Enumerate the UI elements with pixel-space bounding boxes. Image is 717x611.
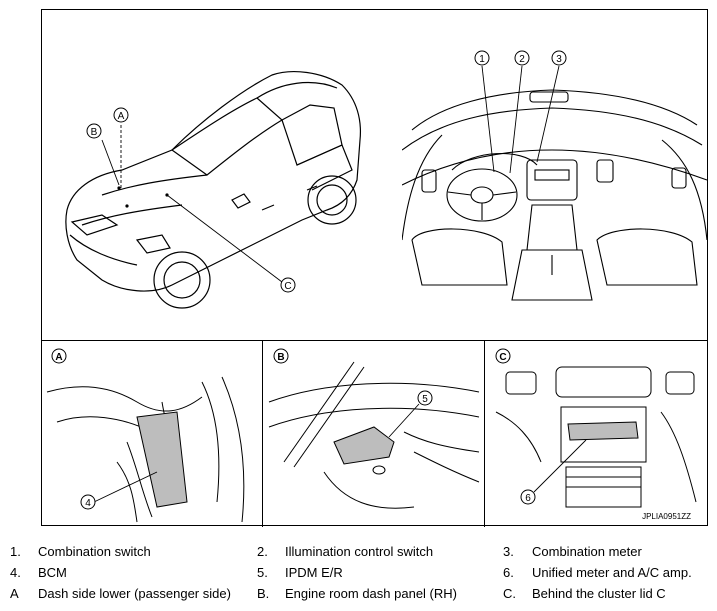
ipdm-shape	[333, 426, 395, 465]
callout-6: 6	[525, 493, 531, 504]
legend-text: Behind the cluster lid C	[532, 586, 666, 601]
legend-text: Combination meter	[532, 544, 642, 559]
detail-panel-c: C 6	[495, 348, 697, 508]
meter-amp-shape	[567, 421, 639, 441]
callout-b: B	[91, 127, 98, 138]
callout-a: A	[118, 111, 125, 122]
component-location-diagram: A B C	[41, 9, 708, 527]
panel-divider-2	[484, 340, 485, 527]
legend-number: 5.	[257, 565, 268, 580]
legend-text: Dash side lower (passenger side)	[38, 586, 231, 601]
legend-row: A Dash side lower (passenger side) B. En…	[0, 584, 717, 604]
legend-number: 2.	[257, 544, 268, 559]
panel-b-label: B	[277, 352, 284, 363]
detail-panel-a: A 4	[46, 348, 245, 523]
callout-3: 3	[556, 54, 562, 65]
legend-text: Combination switch	[38, 544, 151, 559]
callout-2: 2	[519, 54, 525, 65]
panel-divider-1	[262, 340, 263, 527]
legend-letter: C.	[503, 586, 516, 601]
legend-letter: A	[10, 586, 19, 601]
callout-5: 5	[422, 394, 428, 405]
detail-panel-b: B 5	[268, 348, 480, 509]
legend: 1. Combination switch 2. Illumination co…	[0, 538, 717, 610]
callout-4: 4	[85, 498, 91, 509]
legend-letter: B.	[257, 586, 270, 601]
legend-number: 4.	[10, 565, 21, 580]
legend-row: 4. BCM 5. IPDM E/R 6. Unified meter and …	[0, 563, 717, 583]
panel-divider-horizontal	[42, 340, 707, 341]
legend-number: 1.	[10, 544, 21, 559]
car-exterior-illustration: A B C	[65, 70, 362, 309]
legend-number: 3.	[503, 544, 514, 559]
panel-a-label: A	[55, 352, 62, 363]
legend-text: Engine room dash panel (RH)	[285, 586, 457, 601]
callout-1: 1	[479, 54, 485, 65]
panel-c-label: C	[499, 352, 506, 363]
figure-id: JPLIA0951ZZ	[642, 512, 691, 521]
legend-text: IPDM E/R	[285, 565, 343, 580]
legend-text: BCM	[38, 565, 67, 580]
callout-c: C	[284, 281, 291, 292]
bcm-shape	[136, 411, 188, 508]
legend-row: 1. Combination switch 2. Illumination co…	[0, 542, 717, 562]
legend-text: Illumination control switch	[285, 544, 434, 559]
legend-number: 6.	[503, 565, 514, 580]
legend-text: Unified meter and A/C amp.	[532, 565, 692, 580]
dashboard-interior-illustration: 1 2 3	[402, 50, 708, 301]
